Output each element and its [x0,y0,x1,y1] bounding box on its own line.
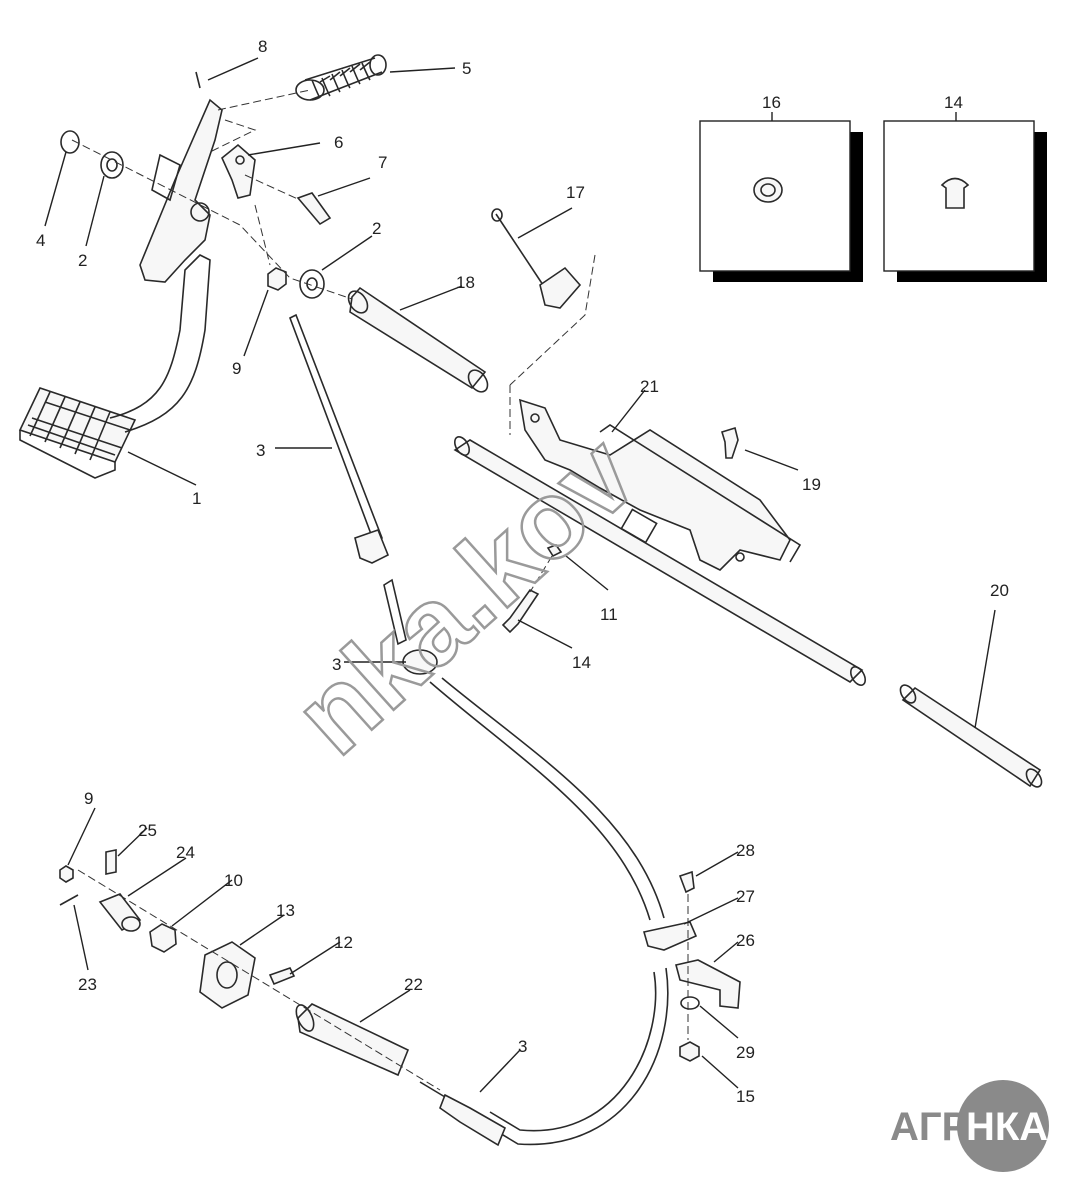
callout-3b: 3 [332,655,341,674]
nut-9b [59,865,74,883]
callout-24: 25 [138,821,157,840]
callout-26: 27 [736,887,755,906]
return-spring [295,54,387,101]
callout-11: 10 [224,871,243,890]
callout-10: 16 [762,93,781,112]
bolt-27 [678,870,695,894]
callout-7: 7 [378,153,387,172]
callout-12: 12 [334,933,353,952]
nut-14b [679,1041,700,1062]
callout-3a: 3 [256,441,265,460]
callout-29: 14 [944,93,963,112]
plate-13 [199,941,256,1009]
callout-5: 5 [462,59,471,78]
callout-9a: 9 [232,359,241,378]
nut-9a [267,267,287,291]
bracket-25 [675,959,741,1009]
callout-2a: 2 [78,251,87,270]
washer-28 [680,996,700,1010]
callout-2b: 2 [372,219,381,238]
callout-25: 26 [736,931,755,950]
callout-8: 8 [258,37,267,56]
clevis-6 [221,143,256,199]
callout-9b: 9 [84,789,93,808]
callout-14b: 15 [736,1087,755,1106]
callout-1: 1 [192,489,201,508]
brake-pedal [18,98,223,479]
nut-11 [149,923,177,953]
callout-27: 28 [736,841,755,860]
callout-21: 22 [404,975,423,994]
bolt-12 [268,967,296,986]
clevis-pin-7 [296,192,332,226]
watermark-text: nka.kov [272,412,659,778]
callout-3c: 3 [518,1037,527,1056]
brake-cable [383,578,669,1147]
washer-2a [100,151,124,179]
callout-labels: 8 5 6 7 4 2 2 9 18 17 21 19 3 1 11 14 3 … [36,37,1009,1106]
callout-14a: 11 [600,605,618,624]
callout-17: 18 [456,273,475,292]
callout-23: 24 [176,843,195,862]
callout-28: 29 [736,1043,755,1062]
agronka-logo: АГРО НКА [890,1080,1049,1172]
callout-16: 17 [566,183,585,202]
snap-ring-4 [60,130,80,154]
clamp-26 [642,921,698,951]
washer-2b [299,269,325,299]
callout-19: 20 [990,581,1009,600]
callout-13: 13 [276,901,295,920]
inset-grommet-10 [699,120,863,282]
pin-8 [195,71,201,89]
sleeve-21 [297,1003,410,1077]
cotter-pin-22 [59,894,79,906]
brake-switch [491,208,596,386]
pedal-bracket [453,385,867,686]
leader-lines [44,57,996,1093]
logo-text-right: НКА [966,1105,1048,1149]
push-rod [288,313,390,564]
callout-6: 6 [334,133,343,152]
inset-plug-29 [883,120,1047,282]
callout-18: 19 [802,475,821,494]
bolt-15 [501,588,540,634]
callout-4: 4 [36,231,45,250]
shaft-19 [899,684,1043,788]
tube-17 [347,286,489,393]
callout-20: 21 [640,377,659,396]
pin-24 [105,849,117,875]
bolt-18 [721,426,739,459]
nut-14a [546,544,563,558]
callout-15: 14 [572,653,591,672]
callout-22: 23 [78,975,97,994]
